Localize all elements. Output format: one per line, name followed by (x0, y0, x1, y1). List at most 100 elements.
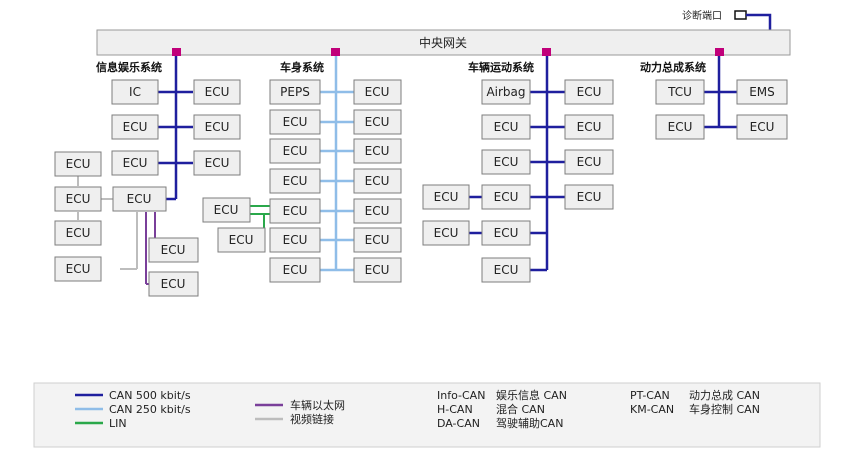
svg-text:ECU: ECU (283, 204, 308, 218)
node-body-ecu-l4: ECU (269, 168, 321, 194)
port-infotainment (172, 48, 181, 56)
node-pt-ecu-l: ECU (655, 114, 705, 140)
node-info-ecu-e: ECU (148, 237, 199, 263)
svg-text:ECU: ECU (66, 226, 91, 240)
node-ch-ecu-r2: ECU (564, 114, 614, 140)
node-info-ecu-f: ECU (148, 271, 199, 297)
svg-text:ECU: ECU (123, 120, 148, 134)
legend-abbr-4-key: KM-CAN (630, 403, 674, 416)
node-info-ecu-l3: ECU (111, 150, 159, 176)
node-pt-ecu-r: ECU (736, 114, 788, 140)
svg-text:ECU: ECU (365, 115, 390, 129)
legend-can500: CAN 500 kbit/s (109, 389, 191, 402)
node-ch-ecu-r1: ECU (564, 79, 614, 105)
node-info-ecu-d: ECU (54, 256, 102, 282)
node-ch-ecu-far2: ECU (422, 220, 470, 246)
svg-text:ECU: ECU (205, 120, 230, 134)
node-airbag: Airbag (481, 79, 531, 105)
svg-text:ECU: ECU (161, 243, 186, 257)
svg-text:ECU: ECU (161, 277, 186, 291)
svg-text:ECU: ECU (123, 156, 148, 170)
svg-text:ECU: ECU (494, 190, 519, 204)
domain-infotainment: 信息娱乐系统 (96, 60, 162, 74)
svg-text:ECU: ECU (283, 233, 308, 247)
legend-abbr-0-key: Info-CAN (437, 389, 485, 402)
node-body-ecu-r1: ECU (353, 79, 402, 105)
node-info-ecu-a: ECU (54, 151, 102, 177)
node-ch-ecu-l4: ECU (481, 184, 531, 210)
svg-text:ECU: ECU (577, 85, 602, 99)
svg-text:ECU: ECU (365, 263, 390, 277)
svg-text:ECU: ECU (365, 144, 390, 158)
svg-text:ECU: ECU (283, 144, 308, 158)
node-ch-ecu-l2: ECU (481, 114, 531, 140)
node-body-ecu-l2: ECU (269, 109, 321, 135)
node-info-ecu-r2: ECU (193, 114, 241, 140)
svg-text:ECU: ECU (494, 226, 519, 240)
svg-text:ECU: ECU (494, 120, 519, 134)
domain-powertrain: 动力总成系统 (640, 60, 706, 74)
node-body-ecu-r6: ECU (353, 227, 402, 253)
diag-port-label: 诊断端口 (682, 9, 722, 22)
legend-ethernet: 车辆以太网 (290, 398, 345, 412)
node-info-ecu-c: ECU (54, 220, 102, 246)
gateway-label: 中央网关 (419, 35, 467, 50)
node-peps: PEPS (269, 79, 321, 105)
port-chassis (542, 48, 551, 56)
svg-text:ECU: ECU (283, 174, 308, 188)
port-powertrain (715, 48, 724, 56)
node-lin-ecu-1: ECU (202, 197, 251, 223)
svg-text:ECU: ECU (229, 233, 254, 247)
svg-text:ECU: ECU (577, 120, 602, 134)
svg-text:ECU: ECU (365, 174, 390, 188)
svg-text:ECU: ECU (66, 192, 91, 206)
svg-text:ECU: ECU (365, 233, 390, 247)
legend-abbr-2-key: DA-CAN (437, 417, 480, 430)
node-info-ecu-r3: ECU (193, 150, 241, 176)
legend-abbr-4-val: 车身控制 CAN (689, 402, 760, 416)
svg-text:ECU: ECU (365, 204, 390, 218)
node-ch-ecu-l5: ECU (481, 220, 531, 246)
node-lin-ecu-2: ECU (217, 227, 266, 253)
node-tcu: TCU (655, 79, 705, 105)
svg-text:ECU: ECU (668, 120, 693, 134)
node-body-ecu-r7: ECU (353, 257, 402, 283)
legend-abbr-1-key: H-CAN (437, 403, 473, 416)
node-body-ecu-l3: ECU (269, 138, 321, 164)
svg-text:ECU: ECU (577, 155, 602, 169)
svg-text:ECU: ECU (434, 190, 459, 204)
diag-port-link (746, 13, 772, 30)
svg-text:ECU: ECU (205, 85, 230, 99)
node-ch-ecu-r4: ECU (564, 184, 614, 210)
svg-text:ECU: ECU (66, 262, 91, 276)
svg-text:EMS: EMS (749, 85, 775, 99)
svg-text:PEPS: PEPS (280, 85, 310, 99)
node-ch-ecu-far1: ECU (422, 184, 470, 210)
svg-text:ECU: ECU (283, 263, 308, 277)
node-ch-ecu-l6: ECU (481, 257, 531, 283)
domain-body: 车身系统 (280, 60, 324, 74)
svg-text:ECU: ECU (283, 115, 308, 129)
legend-can250: CAN 250 kbit/s (109, 403, 191, 416)
node-ch-ecu-l3: ECU (481, 149, 531, 175)
domain-chassis: 车辆运动系统 (468, 60, 534, 74)
legend: CAN 500 kbit/s CAN 250 kbit/s LIN 车辆以太网 … (33, 382, 821, 448)
legend-abbr-3-val: 动力总成 CAN (689, 388, 760, 402)
svg-text:ECU: ECU (214, 203, 239, 217)
svg-text:ECU: ECU (205, 156, 230, 170)
node-body-ecu-r5: ECU (353, 198, 402, 224)
svg-text:ECU: ECU (494, 155, 519, 169)
svg-text:ECU: ECU (494, 263, 519, 277)
node-body-ecu-l5: ECU (269, 198, 321, 224)
port-body (331, 48, 340, 56)
legend-lin: LIN (109, 417, 127, 430)
node-info-ecu-b: ECU (54, 186, 102, 212)
node-ic: IC (111, 79, 159, 105)
svg-text:ECU: ECU (434, 226, 459, 240)
svg-text:ECU: ECU (577, 190, 602, 204)
legend-video: 视频链接 (290, 412, 334, 426)
node-ems: EMS (736, 79, 788, 105)
node-body-ecu-r2: ECU (353, 109, 402, 135)
node-ch-ecu-r3: ECU (564, 149, 614, 175)
